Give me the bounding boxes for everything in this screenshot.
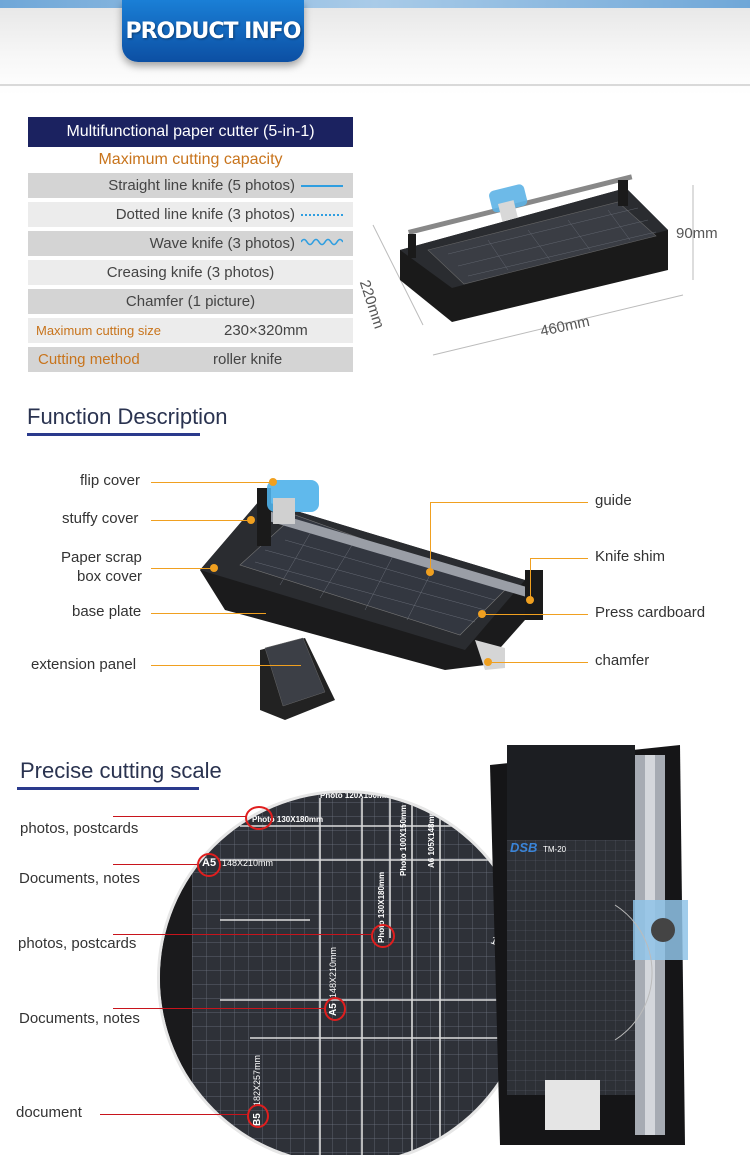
callout-guide: guide <box>595 492 632 509</box>
callout-line-red <box>100 1114 247 1115</box>
brand-logo: DSB <box>510 840 537 855</box>
scale-label-documents-1: Documents, notes <box>19 870 140 887</box>
mat-mark: Photo 120X150mm <box>320 791 391 800</box>
banner-tab: PRODUCT INFO <box>122 0 304 62</box>
knife-label: Straight line knife (5 photos) <box>108 177 295 194</box>
callout-box-cover: box cover <box>77 568 143 585</box>
callout-line-red <box>113 816 246 817</box>
callout-line <box>488 662 588 663</box>
knife-label: Dotted line knife (3 photos) <box>115 206 295 223</box>
callout-knife-shim: Knife shim <box>595 548 666 565</box>
function-title-underline <box>27 433 200 436</box>
callout-stuffy-cover: stuffy cover <box>62 510 139 527</box>
mat-mark: 182X257mm <box>252 1055 262 1106</box>
header-banner: PRODUCT INFO <box>0 0 750 95</box>
callout-line <box>151 568 213 569</box>
callout-dot <box>484 658 492 666</box>
callout-line <box>151 520 251 521</box>
knife-label: Creasing knife (3 photos) <box>106 264 275 281</box>
banner-strip <box>0 0 750 8</box>
mat-mark: Photo 100X150mm <box>399 805 408 876</box>
marker-circle <box>371 924 395 948</box>
magnified-scale-view: Photo 120X150mm Photo 130X180mm A5 148X2… <box>157 790 530 1155</box>
spec-row-creasing: Creasing knife (3 photos) <box>28 260 353 285</box>
callout-line <box>530 558 588 559</box>
paper-cutter-image <box>372 174 694 356</box>
max-size-label: Maximum cutting size <box>36 323 161 338</box>
callout-dot <box>210 564 218 572</box>
cutter-top-view: DSB TM-20 <box>490 745 688 1145</box>
model-label: TM-20 <box>543 845 567 854</box>
knife-label: Wave knife (3 photos) <box>149 235 295 252</box>
spec-row-wave: Wave knife (3 photos) <box>28 231 353 256</box>
callout-line-red <box>113 934 371 935</box>
spec-row-straight: Straight line knife (5 photos) <box>28 173 353 198</box>
spec-row-method: Cutting method roller knife <box>28 347 353 372</box>
callout-paper-scrap: Paper scrap <box>61 549 142 566</box>
marker-circle <box>324 997 346 1021</box>
spec-table: Multifunctional paper cutter (5-in-1) Ma… <box>28 117 353 376</box>
mat-mark: 148X210mm <box>222 858 273 868</box>
scale-title-underline <box>17 787 199 790</box>
scale-label-photos-1: photos, postcards <box>20 820 139 837</box>
callout-line-red <box>113 1008 324 1009</box>
wave-line-icon <box>301 238 343 246</box>
callout-extension-panel: extension panel <box>31 656 137 673</box>
callout-chamfer: chamfer <box>595 652 650 669</box>
callout-press-cardboard: Press cardboard <box>595 604 706 621</box>
callout-line <box>482 614 588 615</box>
capacity-heading: Maximum cutting capacity <box>98 151 283 168</box>
scale-title: Precise cutting scale <box>20 758 222 783</box>
callout-line <box>530 558 531 598</box>
callout-dot <box>526 596 534 604</box>
max-size-value: 230×320mm <box>224 322 308 339</box>
marker-circle <box>247 1104 269 1128</box>
callout-line <box>151 482 271 483</box>
callout-line-red <box>113 864 197 865</box>
spec-row-max-size: Maximum cutting size 230×320mm <box>28 318 353 343</box>
scale-label-document: document <box>16 1104 82 1121</box>
knife-label: Chamfer (1 picture) <box>125 293 256 310</box>
callout-dot <box>478 610 486 618</box>
solid-line-icon <box>301 185 343 187</box>
height-dimension: 90mm <box>676 225 718 242</box>
paper-cutter-diagram <box>200 480 543 720</box>
banner-divider <box>0 84 750 86</box>
spec-row-chamfer: Chamfer (1 picture) <box>28 289 353 314</box>
mat-mark: Photo 130X180mm <box>252 815 323 824</box>
callout-base-plate: base plate <box>72 603 142 620</box>
method-value: roller knife <box>213 351 283 368</box>
scale-label-photos-2: photos, postcards <box>18 935 137 952</box>
marker-circle <box>245 806 273 830</box>
callout-dot <box>247 516 255 524</box>
callout-line <box>151 665 301 666</box>
dotted-line-icon <box>301 214 343 216</box>
mat-mark: 148X210mm <box>328 947 338 998</box>
marker-circle <box>197 853 221 877</box>
function-title: Function Description <box>27 404 228 429</box>
spec-row-dotted: Dotted line knife (3 photos) <box>28 202 353 227</box>
callout-dot <box>426 568 434 576</box>
callout-line <box>430 502 431 572</box>
mat-mark: Photo 130X180mm <box>377 872 386 943</box>
method-label: Cutting method <box>38 351 140 368</box>
callout-line <box>151 613 266 614</box>
mat-mark: A6 105X148mm <box>427 809 436 868</box>
callout-dot <box>269 478 277 486</box>
banner-title: PRODUCT INFO <box>125 18 301 44</box>
spec-title: Multifunctional paper cutter (5-in-1) <box>28 117 353 147</box>
callout-line <box>430 502 588 503</box>
scale-label-documents-2: Documents, notes <box>19 1010 140 1027</box>
callout-flip-cover: flip cover <box>80 472 141 489</box>
